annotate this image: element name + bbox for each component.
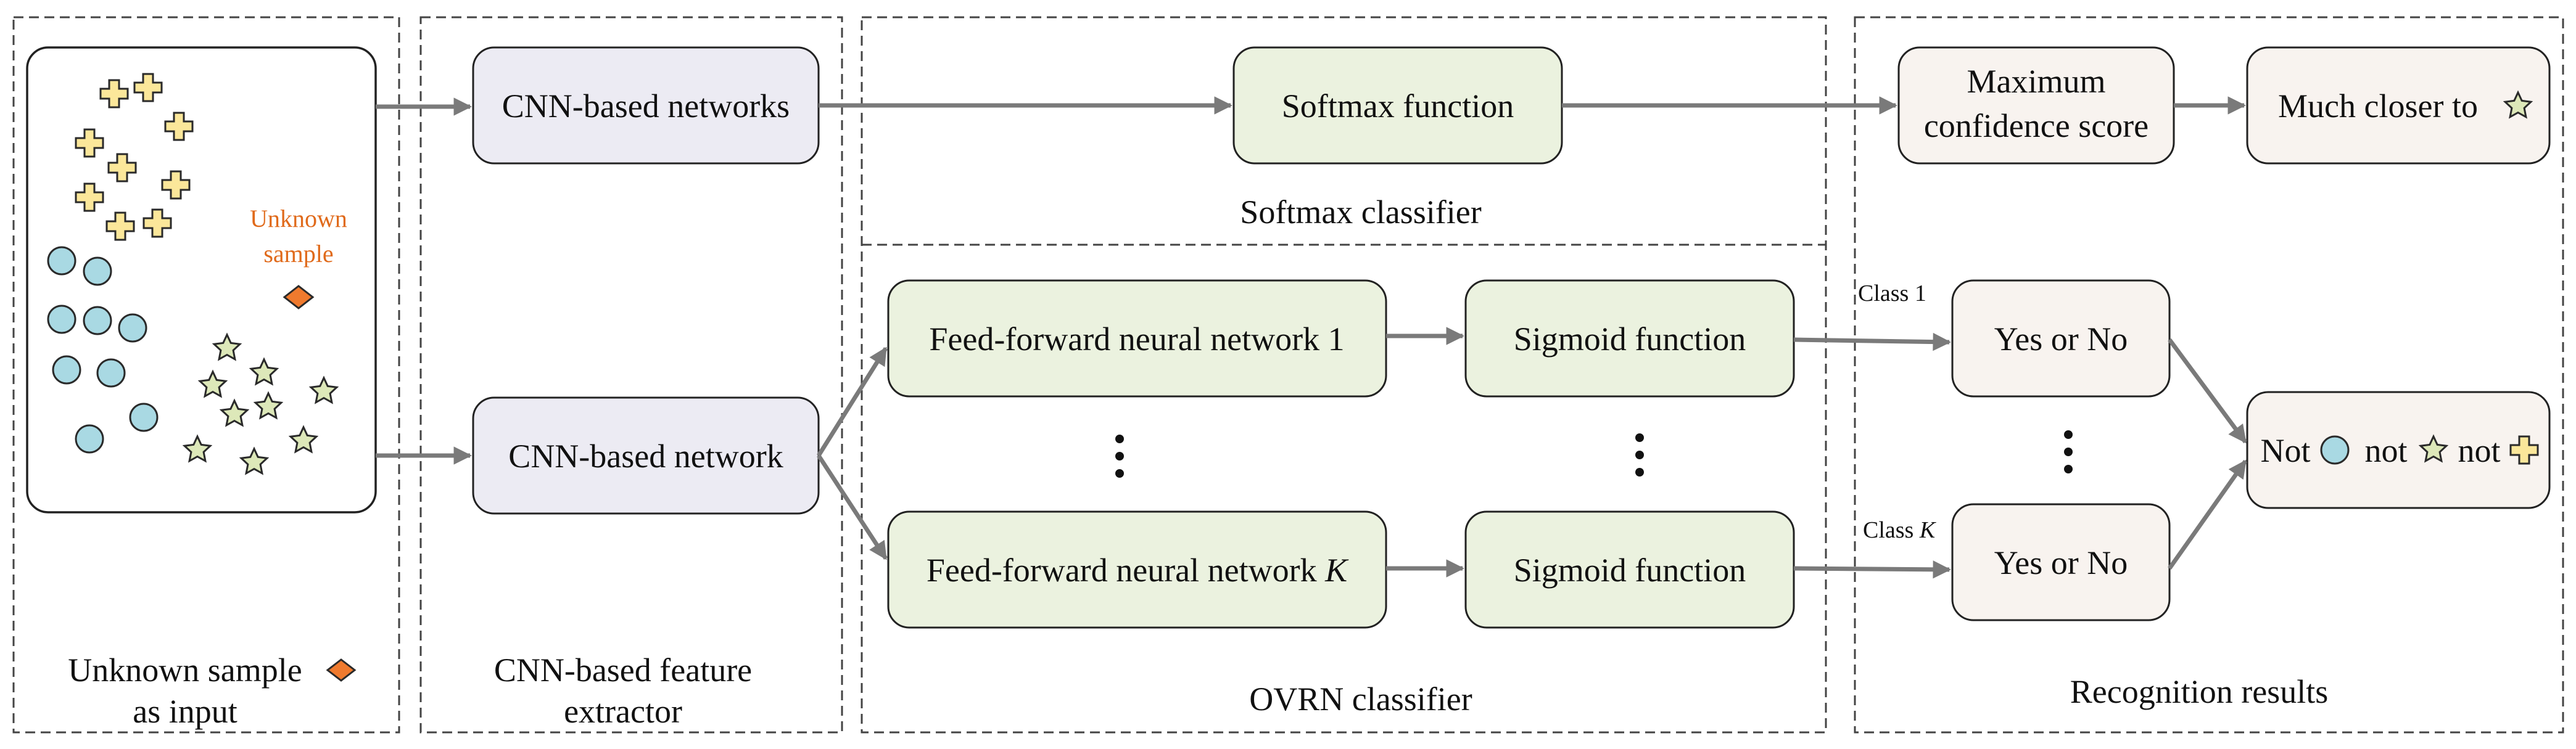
class-k-label: Class K — [1863, 517, 1936, 543]
circle-icon — [83, 256, 112, 286]
unknown-sample-label-line1: Unknown — [250, 205, 347, 232]
sigmoid-k-label: Sigmoid function — [1514, 552, 1746, 589]
circle-icon — [96, 358, 126, 388]
yes-no-k-label: Yes or No — [1994, 544, 2128, 581]
unknown-sample-label-line2: sample — [263, 240, 333, 268]
feature-extractor-panel — [419, 16, 843, 734]
extractor-caption-line2: extractor — [564, 693, 682, 730]
much-closer-box — [2246, 46, 2551, 165]
result-not-label: Not — [2261, 432, 2311, 469]
much-closer-label: Much closer to — [2278, 88, 2478, 125]
circle-icon — [52, 355, 81, 385]
circle-class-markers — [47, 246, 159, 454]
max-confidence-label-line1: Maximum — [1967, 63, 2106, 100]
final-result-box — [2246, 391, 2551, 509]
arrow-sigmoid-1-to-yes-no-1 — [1793, 332, 1951, 351]
ellipsis-ffnn — [1115, 435, 1124, 478]
input-panel — [12, 16, 400, 734]
ellipsis-results — [2064, 430, 2073, 473]
softmax-caption: Softmax classifier — [1240, 194, 1481, 231]
yes-no-k-box — [1951, 503, 2171, 621]
arrow-yes-no-k-to-result — [2168, 459, 2247, 570]
classifier-panel — [861, 16, 1827, 734]
ffnn-k-label: Feed-forward neural network K — [927, 552, 1349, 589]
ffnn-1-box — [887, 279, 1387, 398]
results-panel — [1854, 16, 2564, 734]
result-not-label-3: not — [2458, 432, 2500, 469]
arrow-yes-no-1-to-result — [2168, 338, 2247, 444]
ffnn-1-label: Feed-forward neural network 1 — [929, 321, 1344, 358]
circle-icon — [2320, 435, 2350, 465]
sigmoid-1-label: Sigmoid function — [1514, 321, 1746, 358]
result-not-label-2: not — [2364, 432, 2407, 469]
flow-arrows — [376, 96, 2247, 579]
class-1-label: Class 1 — [1858, 280, 1926, 306]
cnn-network-label: CNN-based network — [508, 438, 783, 475]
sigmoid-1-box — [1464, 279, 1795, 398]
arrow-sigmoid-k-to-yes-no-k — [1793, 560, 1951, 579]
input-caption-line2: as input — [133, 693, 237, 730]
results-caption: Recognition results — [2070, 673, 2328, 710]
input-caption-line1: Unknown sample — [68, 652, 302, 689]
arrow-cnn-to-ffnn-k — [817, 454, 888, 560]
diamond-icon — [283, 285, 315, 309]
ovrn-caption: OVRN classifier — [1249, 681, 1472, 718]
softmax-function-label: Softmax function — [1282, 88, 1514, 125]
circle-icon — [129, 403, 159, 432]
ellipsis-sigmoid — [1635, 433, 1644, 477]
arrow-cnn-to-ffnn-1 — [817, 346, 888, 457]
circle-icon — [75, 424, 104, 454]
circle-icon — [47, 305, 76, 334]
circle-icon — [118, 313, 147, 343]
max-confidence-label-line2: confidence score — [1924, 107, 2149, 144]
yes-no-1-box — [1951, 279, 2171, 398]
circle-icon — [47, 246, 76, 276]
extractor-caption-line1: CNN-based feature — [494, 652, 752, 689]
circle-icon — [83, 306, 112, 335]
cnn-networks-label: CNN-based networks — [502, 88, 790, 125]
yes-no-1-label: Yes or No — [1994, 321, 2128, 358]
diamond-icon — [326, 658, 357, 682]
